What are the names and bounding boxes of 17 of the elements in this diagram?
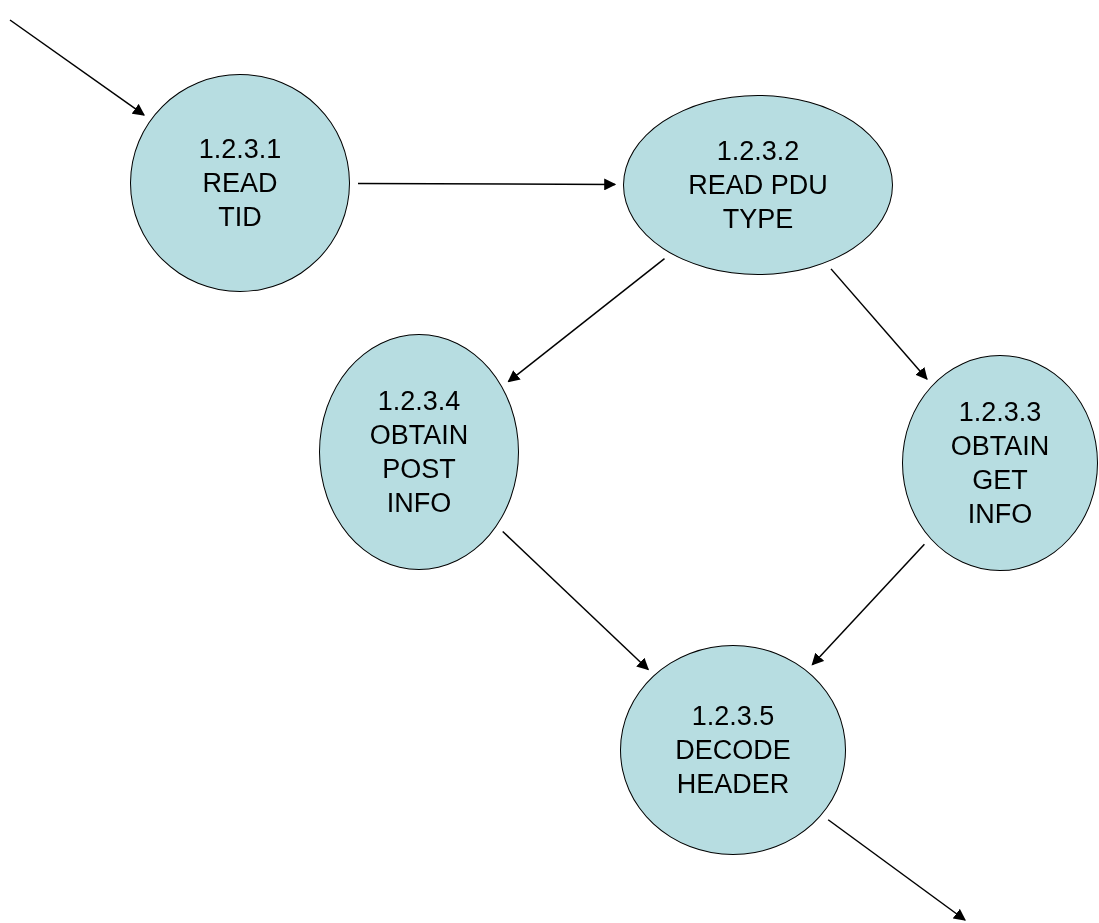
arrow bbox=[507, 257, 666, 383]
arrow bbox=[9, 19, 145, 116]
arrow bbox=[357, 178, 617, 191]
process-number: 1.2.3.5 bbox=[690, 700, 776, 733]
process-number: 1.2.3.4 bbox=[376, 385, 462, 418]
process-number: 1.2.3.2 bbox=[715, 135, 801, 168]
process-label: DECODE HEADER bbox=[674, 734, 792, 801]
process-label: READ TID bbox=[201, 167, 279, 234]
process-label: OBTAIN GET INFO bbox=[949, 430, 1051, 531]
arrow bbox=[830, 268, 928, 380]
process-label: OBTAIN POST INFO bbox=[368, 419, 470, 520]
process-number: 1.2.3.3 bbox=[957, 396, 1043, 429]
process-label: READ PDU TYPE bbox=[687, 169, 829, 236]
process-number: 1.2.3.1 bbox=[197, 133, 283, 166]
arrow bbox=[502, 530, 649, 671]
arrow bbox=[811, 543, 926, 666]
arrow bbox=[827, 819, 966, 921]
